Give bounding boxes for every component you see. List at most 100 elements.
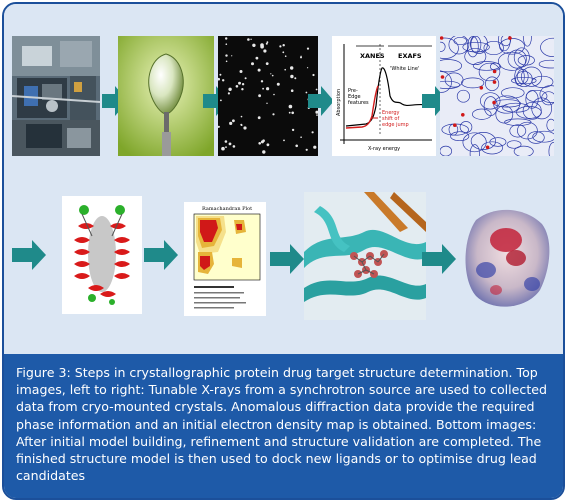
density-contour [469,144,480,156]
diffraction-spot [276,82,280,86]
density-contour [517,55,535,66]
density-contour [456,89,470,103]
density-contour [472,108,492,120]
diffraction-spot [283,139,285,142]
density-contour [511,76,537,85]
density-contour [522,36,532,47]
diffraction-spot [266,41,269,44]
density-contour [513,145,534,156]
diffraction-spot [257,116,261,120]
density-contour [502,102,530,113]
diffraction-spot [224,140,228,143]
diffraction-spot [235,85,239,88]
diffraction-spot [218,77,220,81]
density-contour [520,66,543,87]
density-contour [464,47,487,66]
density-contour [493,95,521,114]
diffraction-spot [260,80,264,83]
density-contour [440,71,452,93]
crystal-loop-photo [118,36,214,156]
diffraction-spot [229,121,233,125]
ramachandran-title: Ramachandran Plot [202,206,252,212]
diffraction-spot [270,73,272,75]
density-contour [470,132,497,150]
density-contour [522,101,542,120]
diffraction-spot [243,126,247,130]
electron-density-map [440,36,554,156]
density-atom [492,80,497,84]
diffraction-spot [282,44,285,47]
density-contour [469,36,488,54]
density-contour [527,131,545,144]
caption-text: Figure 3: Steps in crystallographic prot… [16,365,548,484]
diffraction-spot [271,74,274,77]
diffraction-spot [247,38,250,41]
diffraction-spot [225,37,228,40]
diffraction-spot [227,92,230,95]
x-axis-label: X-ray energy [368,146,400,152]
density-contour [461,77,485,89]
diffraction-spot [263,49,267,53]
density-contour [453,36,468,46]
density-atom [485,145,490,150]
diffraction-spot [228,87,232,91]
diffraction-spot [244,77,247,80]
density-contour [448,36,470,55]
diffraction-spot [300,136,302,138]
diffraction-spot [221,146,225,151]
diffraction-spot [225,43,228,45]
diffraction-spot [266,143,270,147]
arrow-5 [12,240,46,270]
diffraction-spot [307,67,309,69]
density-contour [478,62,501,82]
diffraction-spot [262,87,264,90]
density-atom [440,75,445,79]
diffraction-spot [225,60,228,63]
diffraction-spot [241,83,245,86]
density-contour [548,142,554,156]
diffraction-spot [306,47,310,50]
density-contour [531,75,554,88]
density-contour [481,141,503,155]
density-contour [538,59,554,69]
diffraction-spot [220,99,222,102]
diffraction-spot [315,110,318,114]
density-contour [509,124,527,138]
density-contour [440,145,453,156]
density-contour [546,118,554,132]
xanes-label: XANES [360,52,385,60]
density-contour [507,49,527,69]
diffraction-spot [218,125,220,128]
diffraction-spot [273,93,275,96]
diffraction-spot [260,140,264,144]
diffraction-spot [232,145,236,148]
density-contour [506,140,522,149]
diffraction-spot [279,45,282,48]
diffraction-spot [266,102,268,105]
density-contour [498,36,511,52]
density-contour [515,70,533,88]
diffraction-spot [300,56,302,59]
y-axis-label: Absorption [336,89,342,116]
density-atom [479,86,484,90]
diffraction-spot [316,114,318,116]
density-atom [492,100,496,105]
diffraction-spot [240,123,243,126]
diffraction-spot [257,68,261,72]
diffraction-spot [288,111,291,114]
diffraction-spot [305,91,308,94]
diffraction-spot [282,51,285,54]
diffraction-spot [239,82,241,84]
density-atom [461,113,465,117]
exafs-label: EXAFS [398,52,422,60]
diffraction-spot [255,56,259,60]
diffraction-spot [232,119,235,123]
diffraction-spot [290,66,294,70]
density-contour [540,37,554,57]
diffraction-spot [241,88,244,91]
